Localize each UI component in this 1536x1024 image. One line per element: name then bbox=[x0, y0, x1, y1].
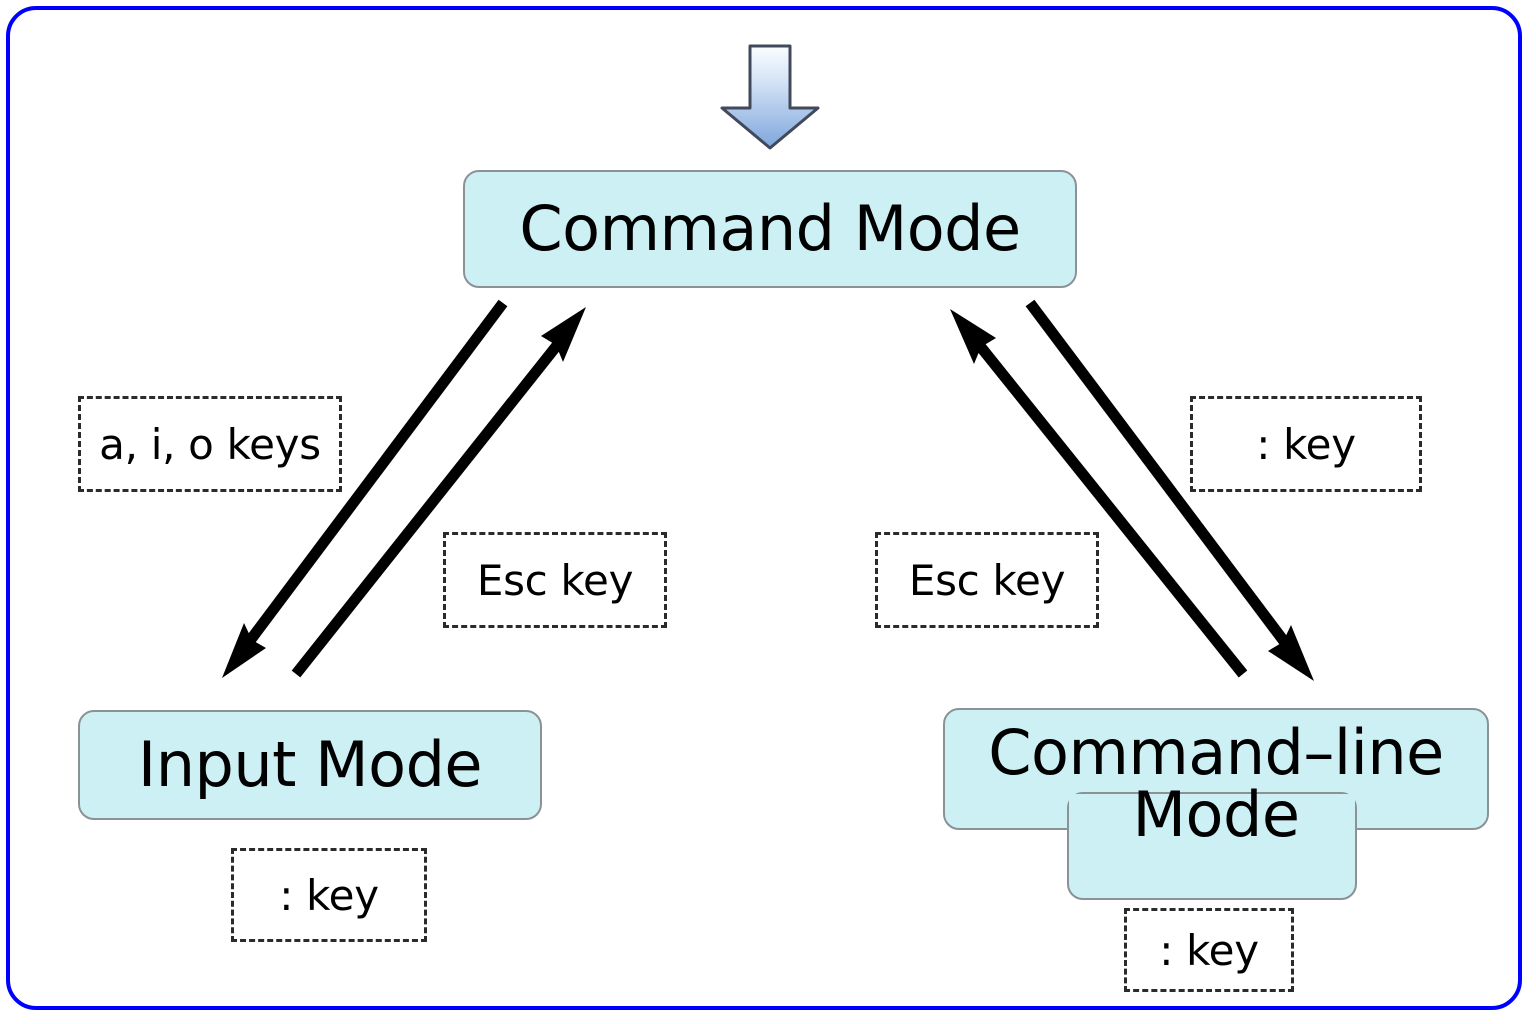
node-commandline-mode-label-line1: Command–line bbox=[988, 716, 1444, 789]
arrow-input-to-command bbox=[291, 307, 586, 678]
transition-label-commandline-to-command: Esc key bbox=[875, 532, 1099, 628]
transition-label-command-to-commandline-text: : key bbox=[1256, 419, 1356, 469]
node-commandline-mode-label: Command–line Mode bbox=[943, 708, 1489, 900]
transition-label-input-to-command-text: Esc key bbox=[476, 555, 634, 605]
arrow-commandline-to-command bbox=[950, 309, 1248, 678]
node-command-mode[interactable]: Command Mode bbox=[463, 170, 1077, 288]
entry-arrow-icon bbox=[720, 44, 820, 150]
transition-label-command-to-input: a, i, o keys bbox=[78, 396, 342, 492]
transition-label-commandline-colon-text: : key bbox=[1159, 925, 1259, 975]
transition-label-input-colon-text: : key bbox=[279, 870, 379, 920]
transition-label-commandline-colon: : key bbox=[1124, 908, 1294, 992]
transition-label-command-to-commandline: : key bbox=[1190, 396, 1422, 492]
node-commandline-mode-label-line2: Mode bbox=[1132, 778, 1300, 851]
arrow-command-to-input bbox=[222, 299, 508, 678]
arrow-command-to-commandline bbox=[1025, 299, 1314, 681]
node-input-mode-label: Input Mode bbox=[137, 728, 483, 802]
transition-label-commandline-to-command-text: Esc key bbox=[908, 555, 1066, 605]
node-command-mode-label: Command Mode bbox=[519, 192, 1021, 266]
commandline-plate-seam bbox=[1069, 794, 1355, 834]
transition-label-input-to-command: Esc key bbox=[443, 532, 667, 628]
node-input-mode[interactable]: Input Mode bbox=[78, 710, 542, 820]
transition-label-input-colon: : key bbox=[231, 848, 427, 942]
transition-label-command-to-input-text: a, i, o keys bbox=[99, 419, 321, 469]
node-commandline-mode[interactable]: Command–line Mode bbox=[943, 708, 1489, 900]
